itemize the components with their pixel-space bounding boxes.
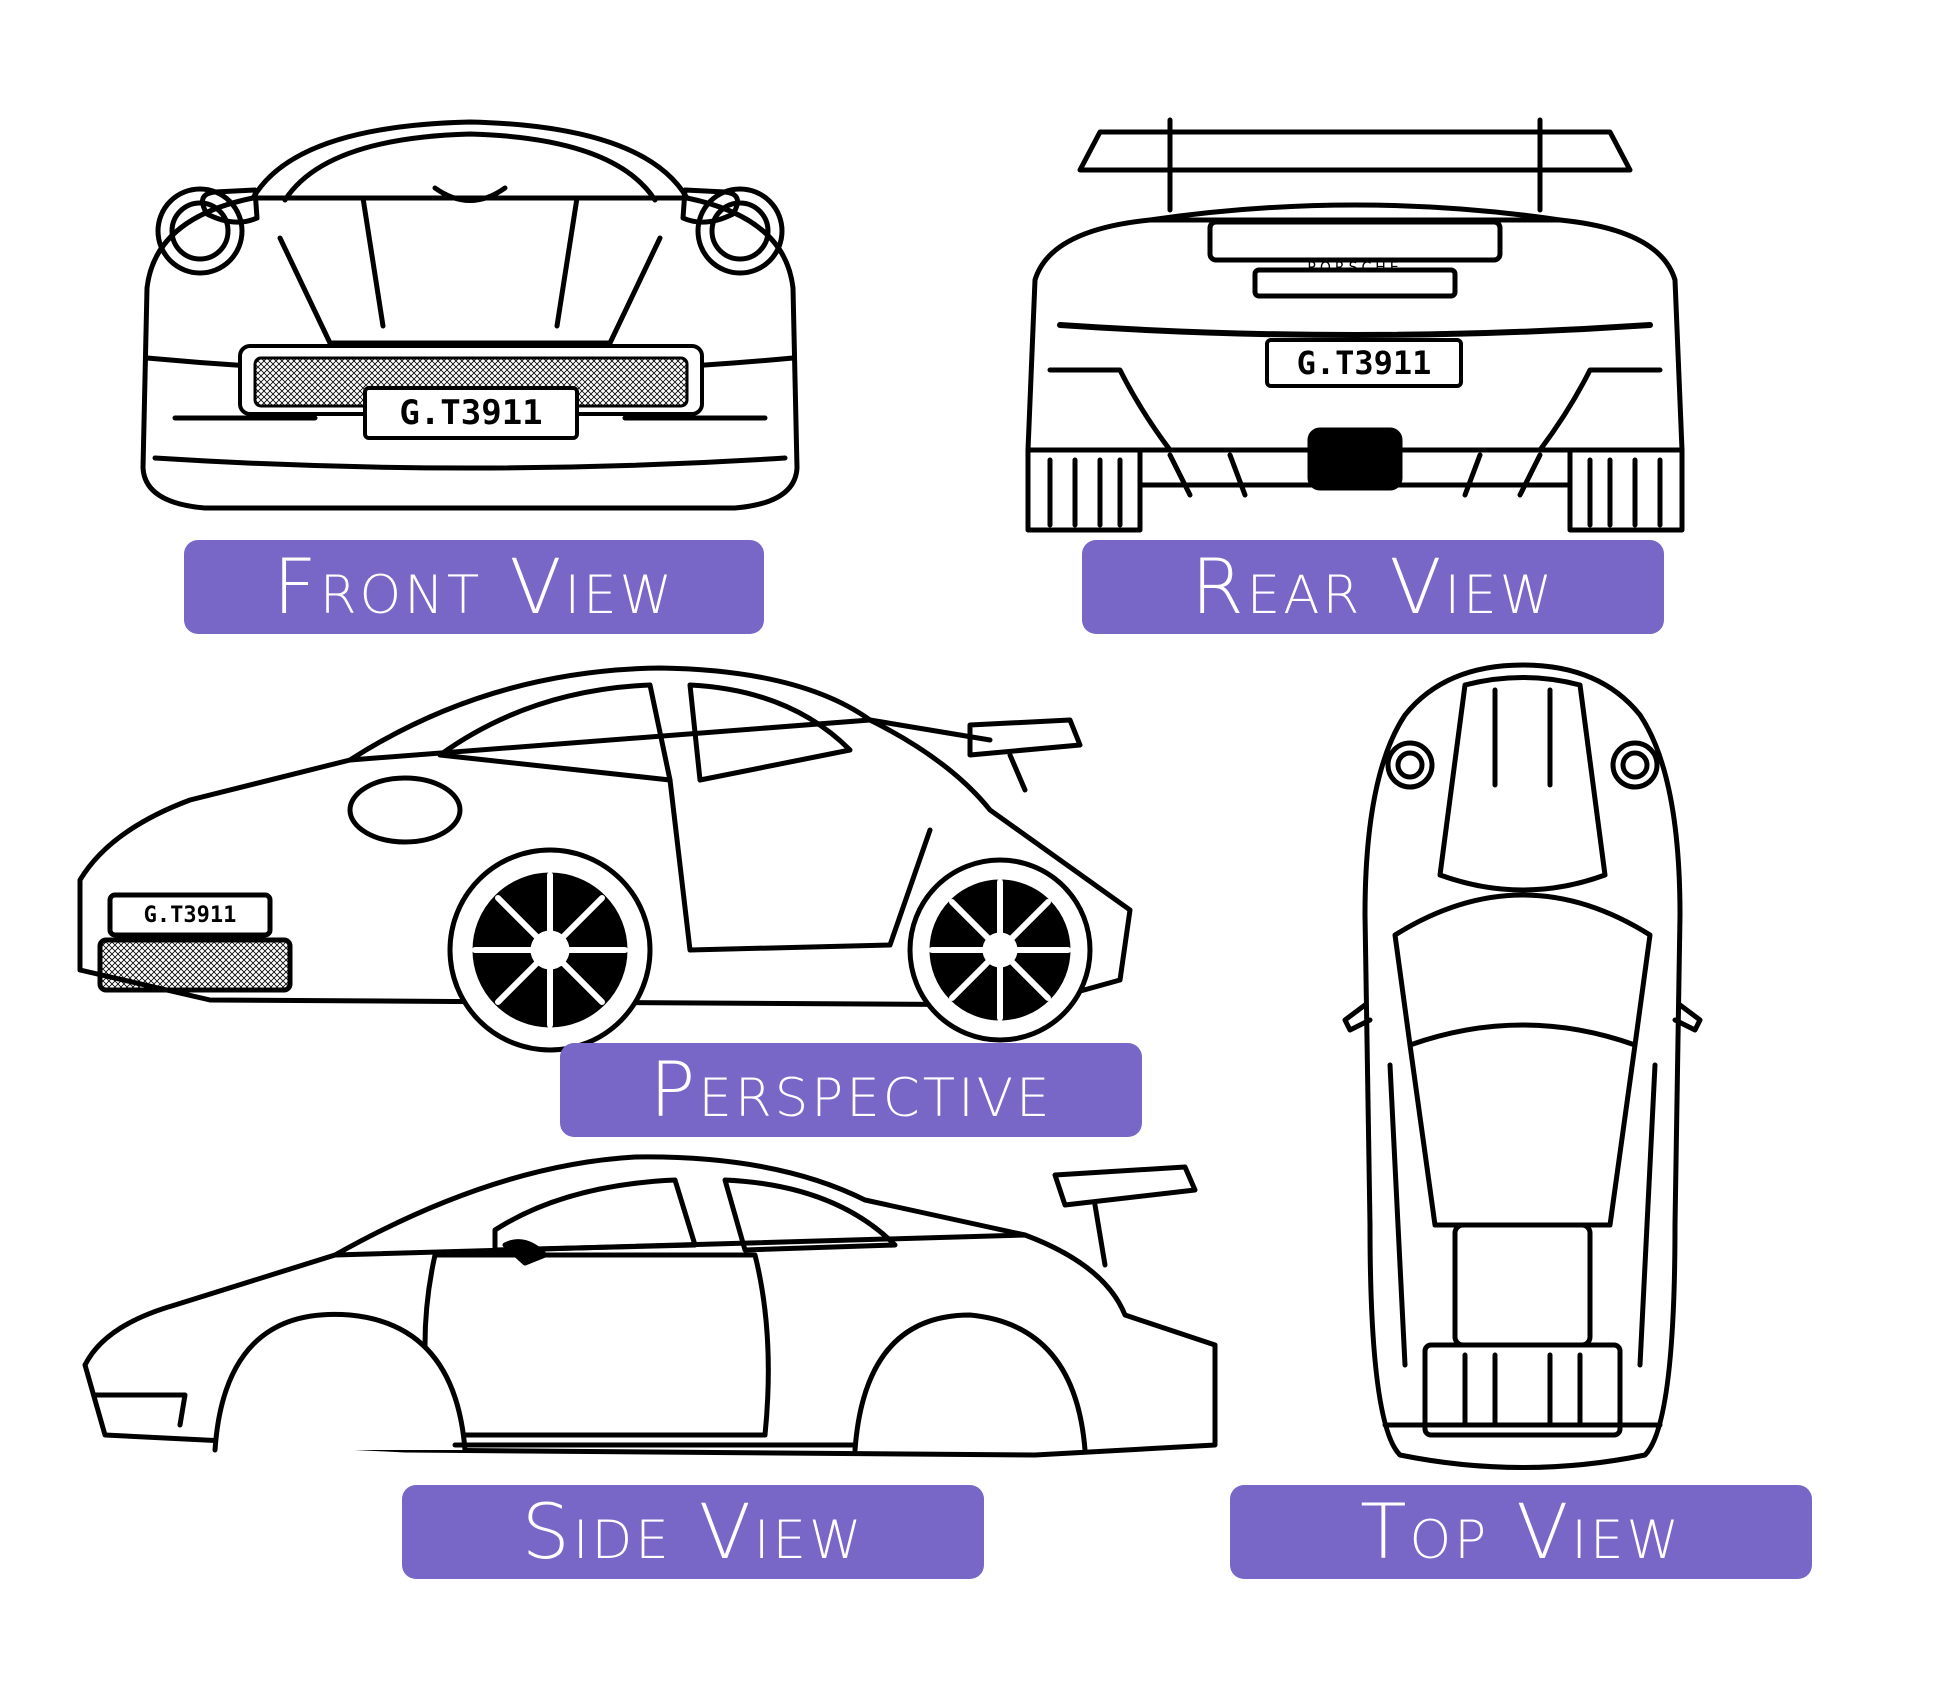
rear-badge: PORSCHE	[1307, 260, 1403, 276]
rear-license-plate: G.T3911	[1265, 338, 1463, 388]
perspective-drawing: G.T3911	[70, 660, 1210, 1060]
top-view-drawing	[1342, 662, 1703, 1475]
front-view-label: Front View	[184, 540, 764, 634]
front-view-drawing: G.T3911	[135, 118, 805, 538]
front-license-plate: G.T3911	[363, 386, 579, 440]
side-view-label: Side View	[402, 1485, 984, 1579]
perspective-license-plate: G.T3911	[143, 902, 237, 928]
side-view-drawing	[75, 1145, 1225, 1475]
top-view-label: Top View	[1230, 1485, 1812, 1579]
perspective-label: Perspective	[560, 1043, 1142, 1137]
rear-view-drawing: PORSCHE G.T3911	[1020, 110, 1690, 540]
rear-view-label: Rear View	[1082, 540, 1664, 634]
